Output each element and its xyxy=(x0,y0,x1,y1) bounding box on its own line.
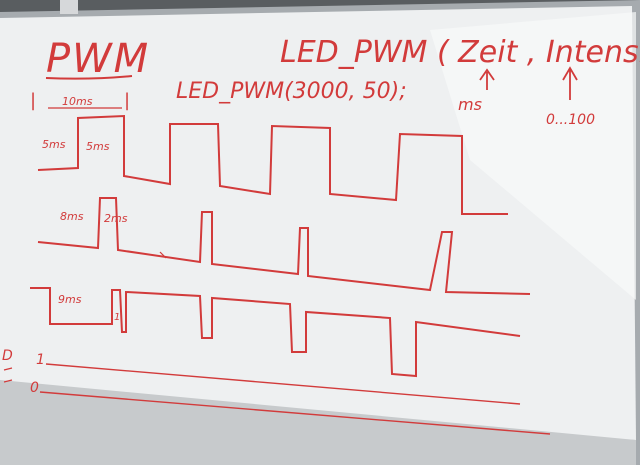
row2-low-label: 8ms xyxy=(60,210,84,223)
row3-high-label: 9ms xyxy=(58,293,82,306)
row1-low-label: 5ms xyxy=(42,138,66,151)
level-high-line xyxy=(45,363,521,405)
period-label: 10ms xyxy=(62,95,93,108)
tick-left: | xyxy=(30,90,36,111)
function-call: LED_PWM(3000, 50); xyxy=(176,79,407,104)
function-signature: LED_PWM ( Zeit , Intensität ) xyxy=(280,35,640,70)
waveform-row3-90pct xyxy=(30,287,521,378)
intensity-range-label: 0...100 xyxy=(546,112,595,128)
arrow-up-icon xyxy=(479,68,495,90)
waveform-row1-50pct xyxy=(37,114,508,215)
pwm-title: PWM xyxy=(46,36,150,82)
waveform-row2-mark xyxy=(159,251,167,259)
glare-highlight xyxy=(430,12,636,300)
level-low-line xyxy=(39,391,551,435)
margin-marks xyxy=(3,367,13,383)
pwm-underline xyxy=(45,75,133,80)
tick-right: | xyxy=(124,90,130,111)
level-low-label: 0 xyxy=(30,380,39,396)
row3-low-label: 1 xyxy=(114,312,120,323)
arrow-up-icon xyxy=(562,66,578,100)
waveform-row2-20pct xyxy=(37,197,531,295)
row1-high-label: 5ms xyxy=(86,140,110,153)
zeit-unit-label: ms xyxy=(458,95,482,114)
frame-clip xyxy=(60,0,78,14)
level-high-label: 1 xyxy=(36,352,45,368)
axis-mark: D xyxy=(2,348,13,364)
